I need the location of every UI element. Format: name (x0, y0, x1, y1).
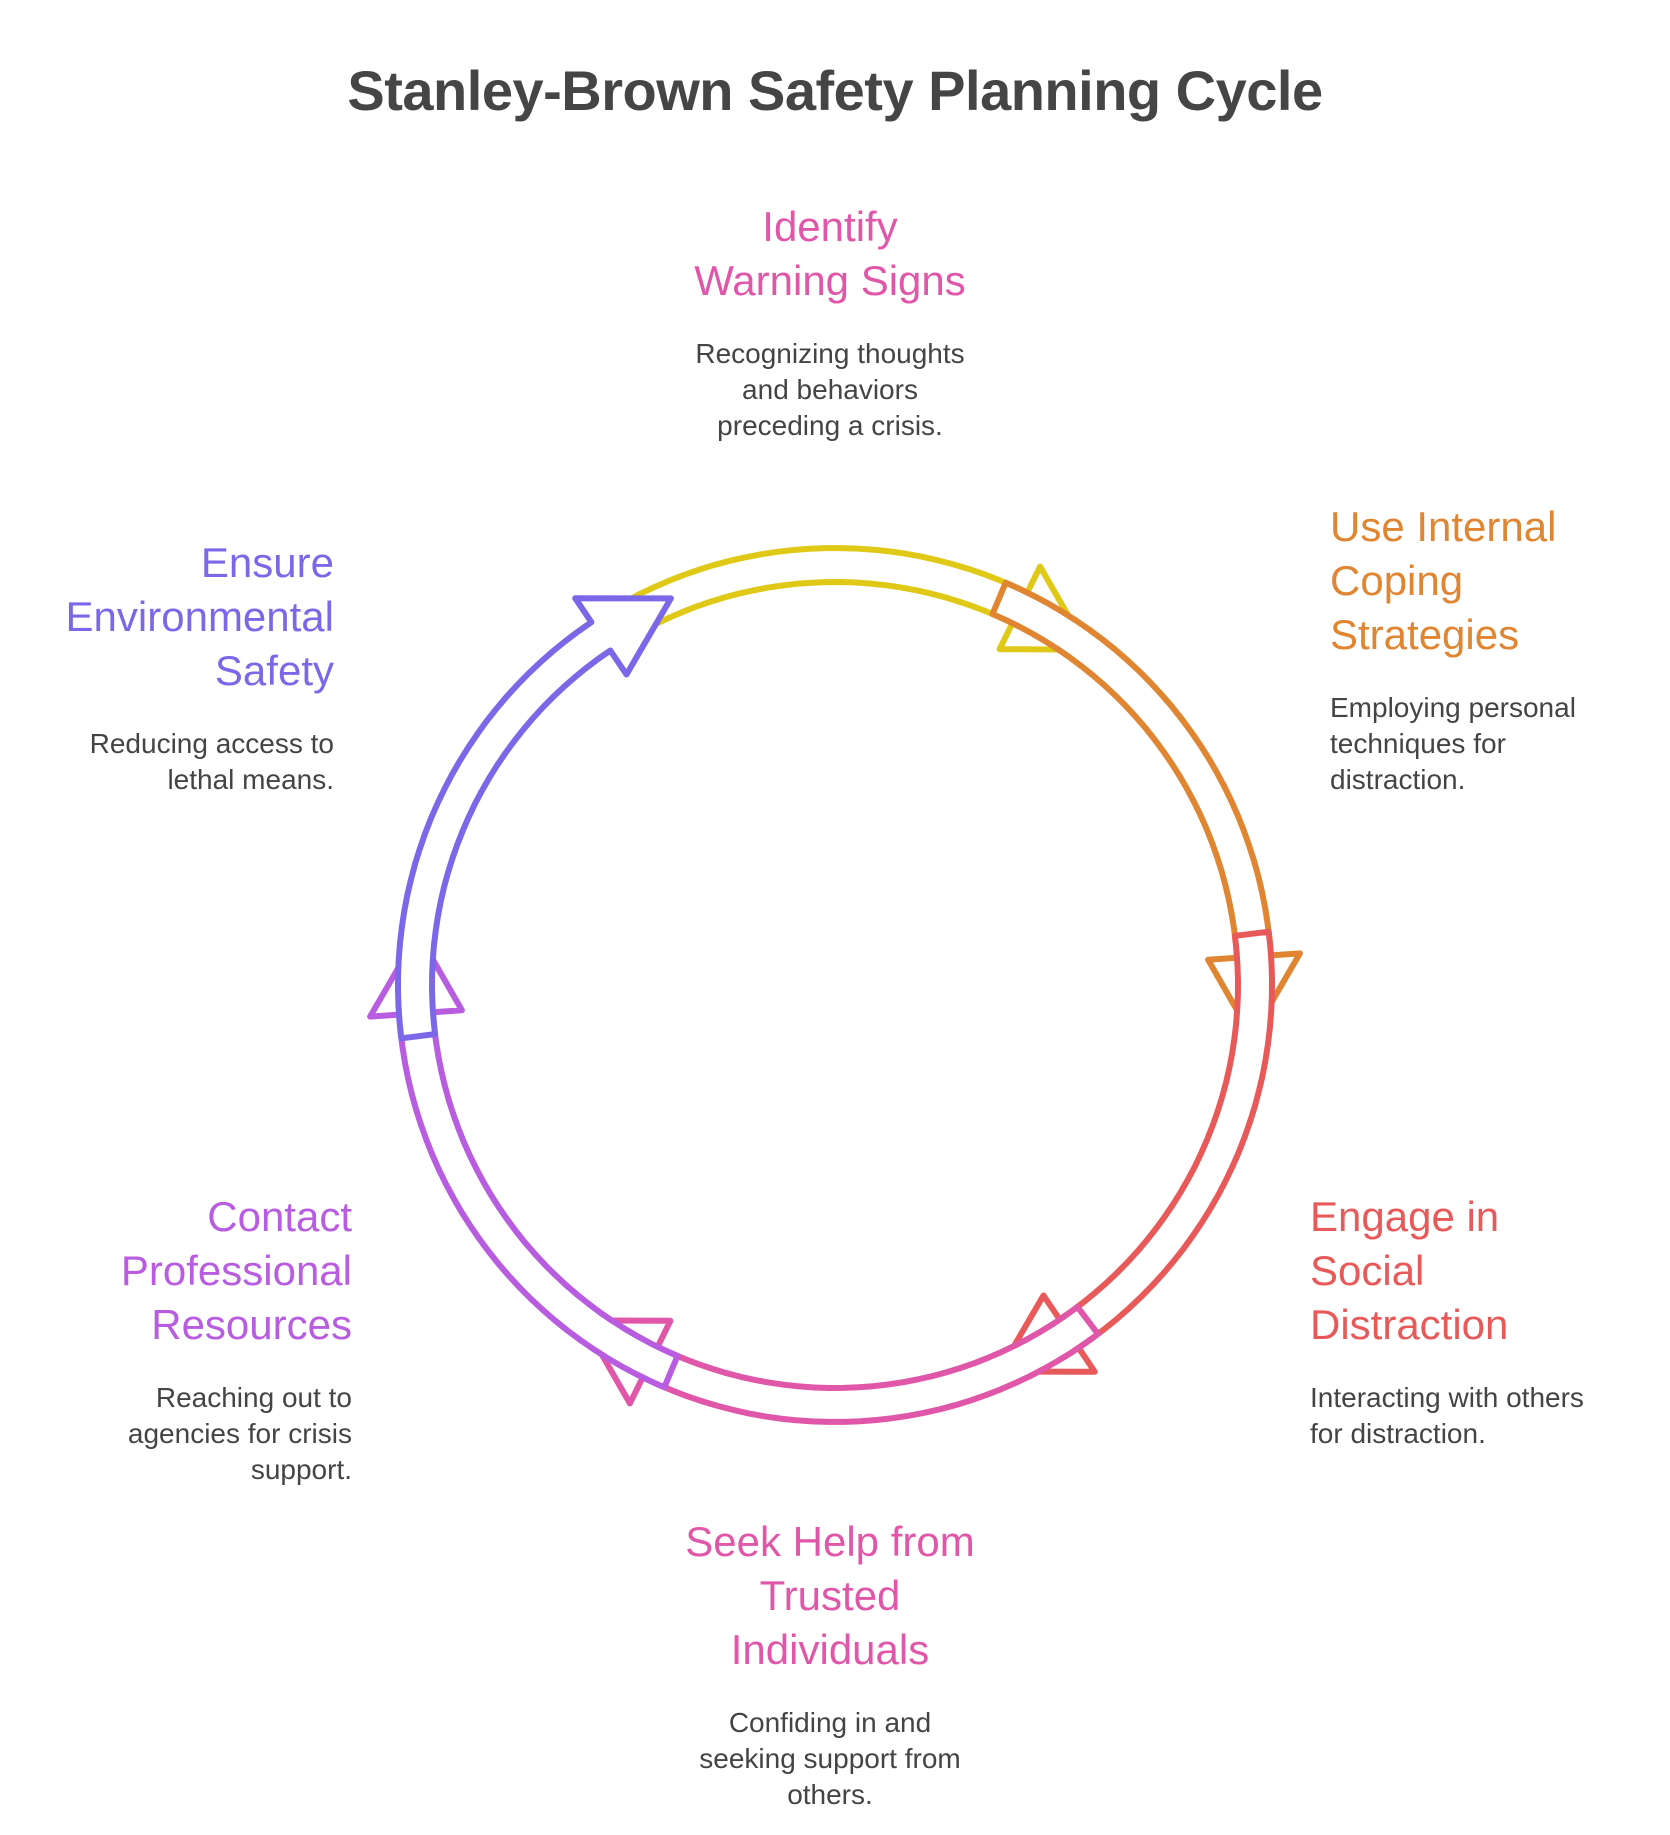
step-description: Employing personal techniques for distra… (1330, 690, 1660, 798)
description-line: Recognizing thoughts (695, 338, 965, 369)
step-seek-help-from-trusted-individuals: Seek Help from Trusted Individuals Confi… (630, 1515, 1030, 1813)
step-heading: Engage in Social Distraction (1310, 1190, 1670, 1352)
heading-line: Engage in (1310, 1193, 1500, 1240)
heading-line: Trusted (759, 1572, 901, 1619)
description-line: Interacting with others (1310, 1382, 1584, 1413)
description-line: others. (787, 1779, 873, 1810)
description-line: agencies for crisis (127, 1418, 352, 1449)
description-line: distraction. (1330, 764, 1466, 795)
step-heading: Contact Professional Resources (20, 1190, 352, 1352)
step-heading: Ensure Environmental Safety (20, 536, 334, 698)
step-engage-in-social-distraction: Engage in Social Distraction Interacting… (1310, 1190, 1670, 1452)
step-description: Recognizing thoughts and behaviors prece… (640, 336, 1020, 444)
heading-line: Coping (1330, 557, 1464, 604)
heading-line: Use Internal (1330, 503, 1557, 550)
description-line: lethal means. (167, 764, 334, 795)
heading-line: Environmental (65, 593, 334, 640)
step-contact-professional-resources: Contact Professional Resources Reaching … (20, 1190, 352, 1488)
description-line: and behaviors (742, 374, 918, 405)
step-description: Reaching out to agencies for crisis supp… (20, 1380, 352, 1488)
step-identify-warning-signs: Identify Warning Signs Recognizing thoug… (640, 200, 1020, 444)
description-line: Employing personal (1330, 692, 1576, 723)
heading-line: Identify (762, 203, 898, 250)
heading-line: Ensure (200, 539, 334, 586)
description-line: for distraction. (1310, 1418, 1486, 1449)
heading-line: Professional (120, 1247, 352, 1294)
heading-line: Safety (214, 647, 334, 694)
step-description: Confiding in and seeking support from ot… (630, 1705, 1030, 1813)
heading-line: Social (1310, 1247, 1425, 1294)
heading-line: Seek Help from (685, 1518, 975, 1565)
heading-line: Distraction (1310, 1301, 1509, 1348)
step-description: Reducing access to lethal means. (20, 726, 334, 798)
cycle-arrow-ensure-environmental-safety-to-identify-warning-signs (395, 595, 674, 1042)
description-line: preceding a crisis. (717, 410, 943, 441)
heading-line: Warning Signs (694, 257, 966, 304)
cycle-arrow-identify-warning-signs-to-use-internal-coping-strategies (569, 545, 1091, 667)
heading-line: Individuals (730, 1626, 930, 1673)
heading-line: Resources (151, 1301, 352, 1348)
description-line: Reducing access to (89, 728, 334, 759)
step-heading: Use Internal Coping Strategies (1330, 500, 1660, 662)
description-line: techniques for (1330, 728, 1506, 759)
step-use-internal-coping-strategies: Use Internal Coping Strategies Employing… (1330, 500, 1660, 798)
step-heading: Seek Help from Trusted Individuals (630, 1515, 1030, 1677)
step-heading: Identify Warning Signs (640, 200, 1020, 308)
description-line: Confiding in and (728, 1707, 932, 1738)
step-description: Interacting with others for distraction. (1310, 1380, 1670, 1452)
heading-line: Strategies (1330, 611, 1520, 658)
description-line: seeking support from (699, 1743, 961, 1774)
description-line: support. (250, 1454, 352, 1485)
cycle-arrow-engage-in-social-distraction-to-seek-help-from-trusted-individuals (996, 928, 1275, 1375)
cycle-arrow-seek-help-from-trusted-individuals-to-contact-professional-resources (579, 1303, 1101, 1425)
description-line: Reaching out to (155, 1382, 352, 1413)
diagram-title: Stanley-Brown Safety Planning Cycle (347, 59, 1323, 122)
heading-line: Contact (207, 1193, 352, 1240)
step-ensure-environmental-safety: Ensure Environmental Safety Reducing acc… (20, 536, 334, 798)
